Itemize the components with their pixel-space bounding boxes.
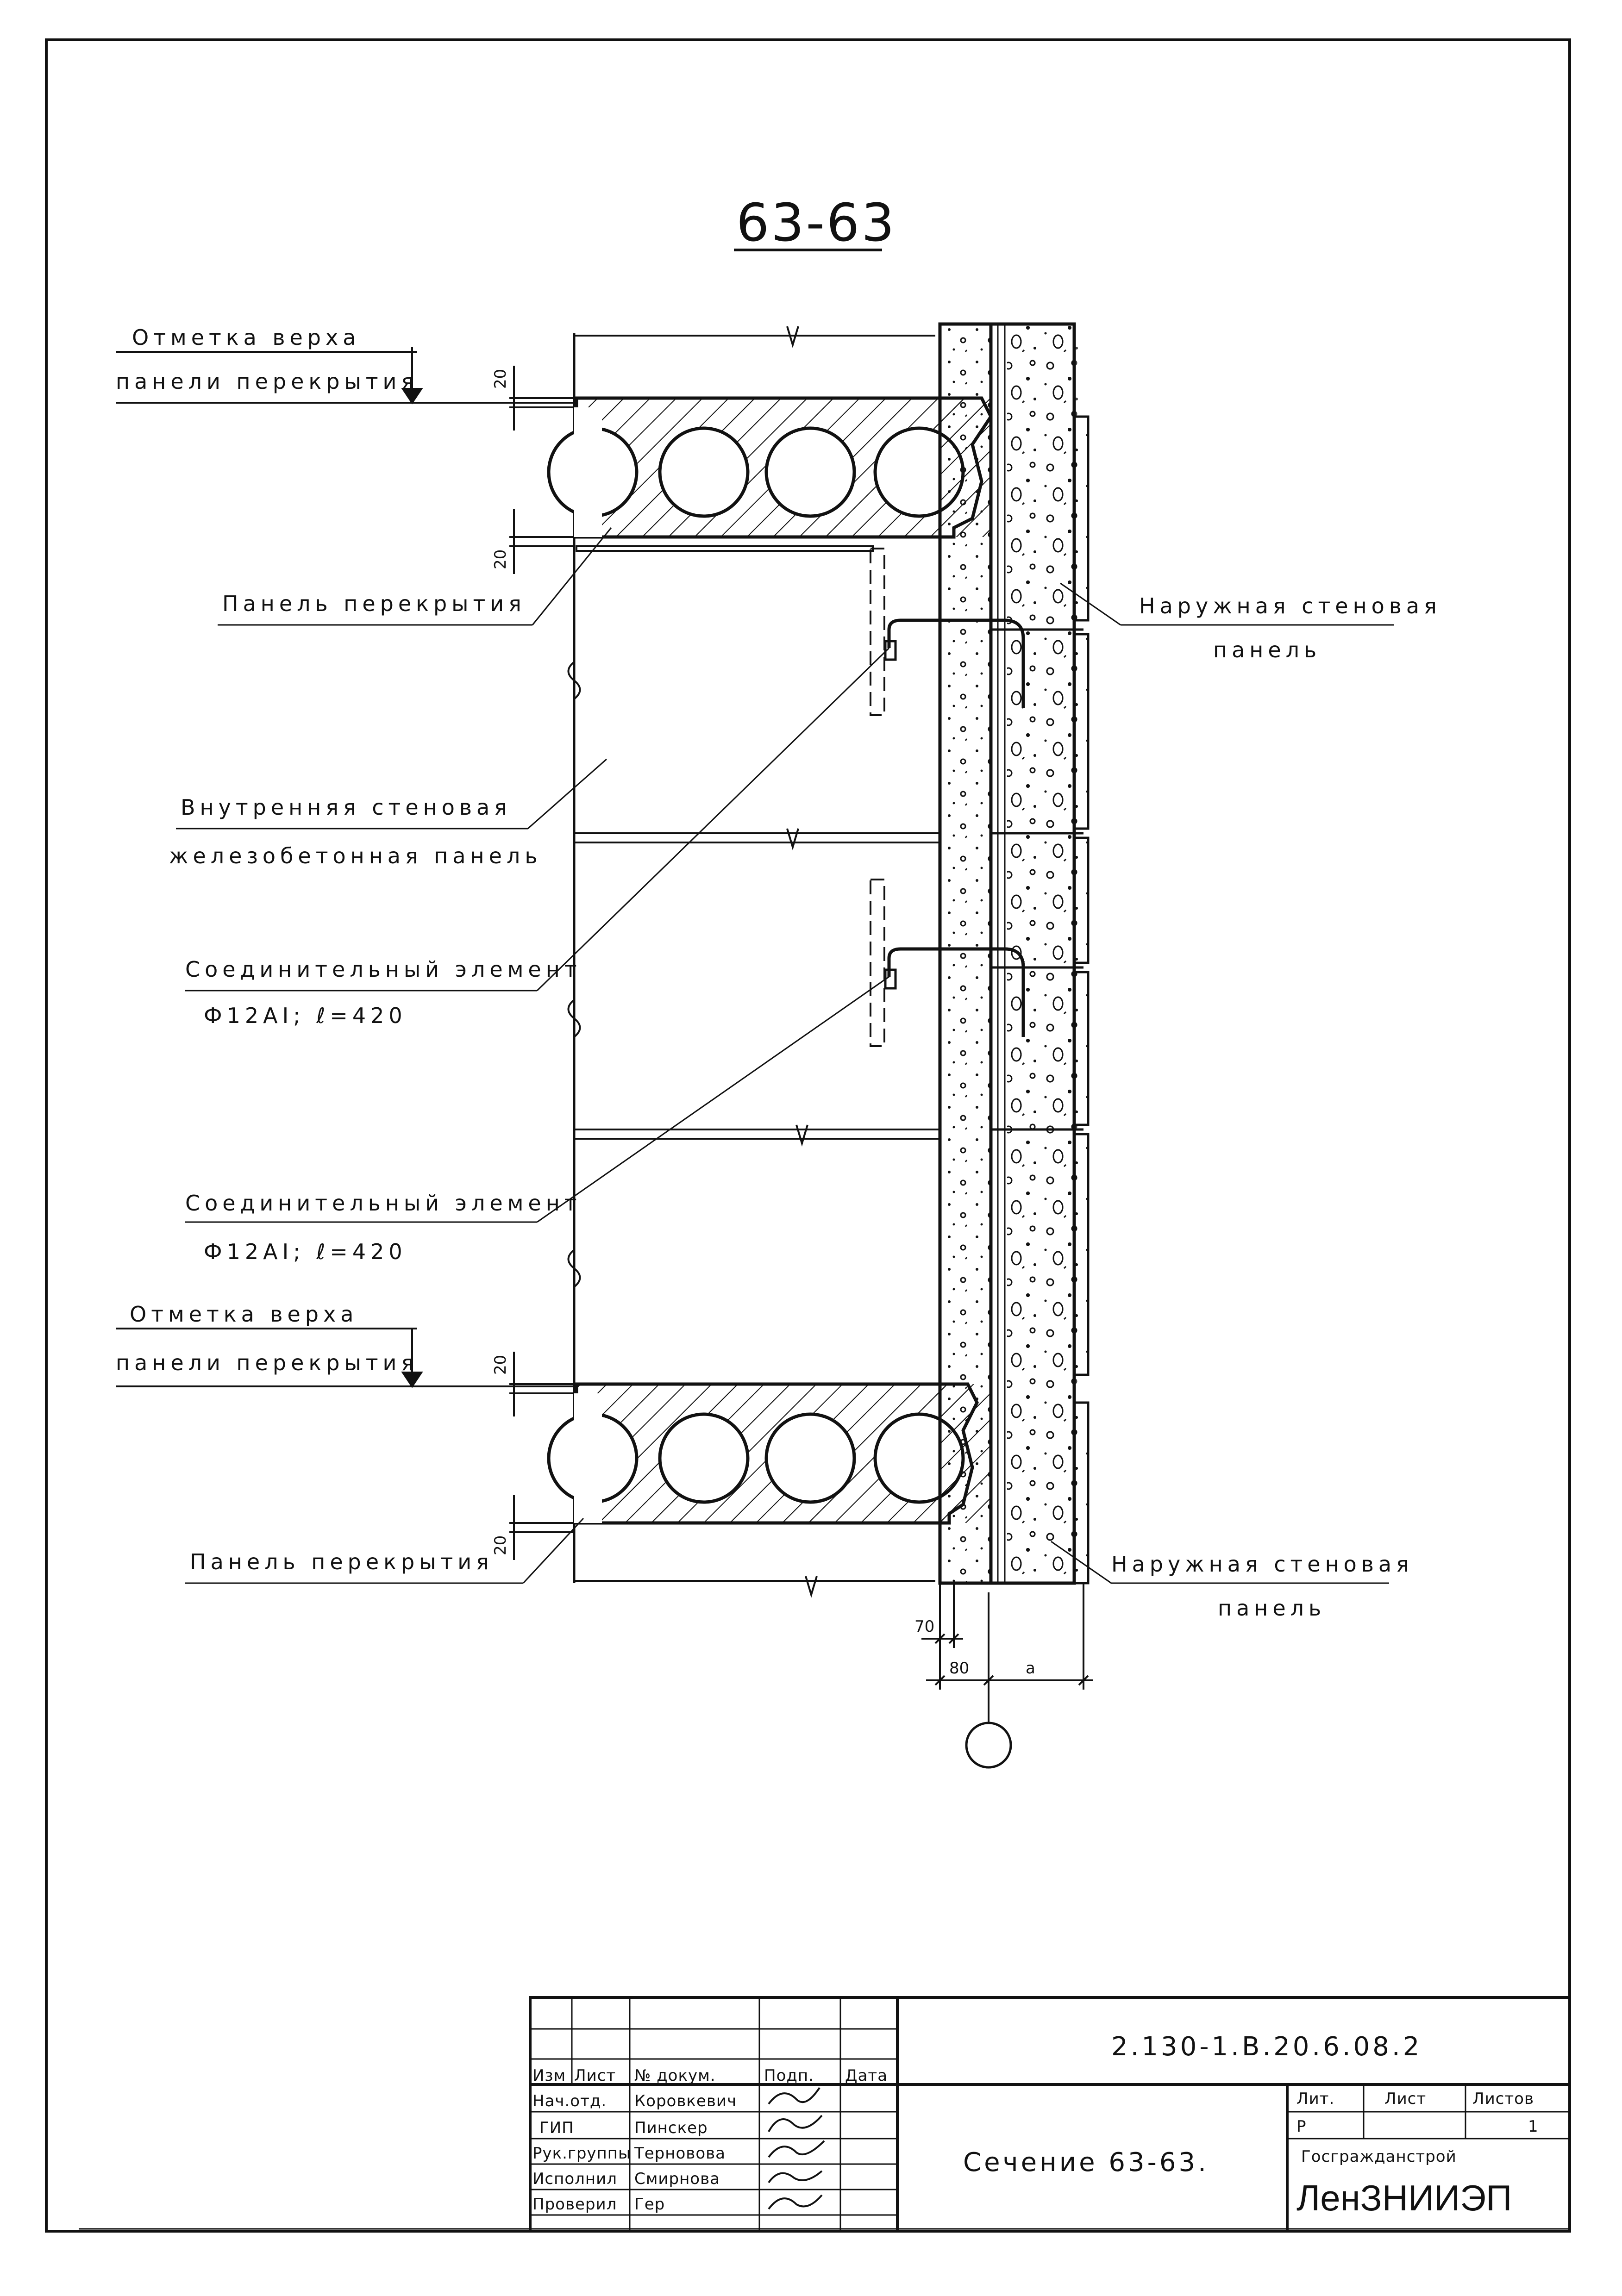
gap-dim-upper [509, 366, 574, 574]
role-3: Исполнил [532, 2170, 617, 2188]
axis-bubble [965, 1722, 1012, 1769]
dim-80: 80 [949, 1659, 969, 1678]
name-3: Смирнова [634, 2170, 720, 2188]
inner-wall-line2: железобетонная панель [169, 843, 542, 868]
floor-panel-2-label: Панель перекрытия [190, 1549, 494, 1574]
name-0: Коровкевич [634, 2092, 737, 2110]
gap-20-d: 20 [491, 1535, 510, 1555]
header-doc-no: № докум. [634, 2066, 716, 2085]
dim-a: a [1026, 1659, 1035, 1678]
org-name: ЛенЗНИИЭП [1296, 2177, 1512, 2218]
sheet-title: Сечение 63-63. [963, 2147, 1209, 2177]
leaders [176, 527, 1394, 1584]
break-joint-1 [786, 828, 799, 850]
name-4: Гер [634, 2195, 665, 2214]
mark-top-2-line1: Отметка верха [130, 1302, 358, 1327]
connector-weld-1 [884, 640, 897, 661]
break-mark-wall-2 [567, 999, 581, 1038]
gap-dim-lower [509, 1352, 574, 1560]
sheets-header: Листов [1472, 2090, 1534, 2108]
name-1: Пинскер [634, 2119, 708, 2137]
inner-panel-face [576, 545, 874, 552]
embed-plate-2 [870, 879, 885, 1047]
header-date: Дата [845, 2066, 888, 2085]
floor-slab-upper [547, 396, 993, 539]
role-0: Нач.отд. [532, 2092, 607, 2110]
connector-1-line1: Соединительный элемент [185, 957, 582, 982]
role-2: Рук.группы [532, 2144, 631, 2163]
header-sign: Подп. [764, 2066, 814, 2085]
stage-header: Лит. [1296, 2090, 1334, 2108]
break-mark-wall-3 [567, 1249, 581, 1288]
mark-top-2-line2: панели перекрытия [116, 1350, 419, 1375]
embed-plate-1 [870, 548, 885, 716]
level-mark-upper [116, 347, 574, 405]
gap-20-b: 20 [491, 549, 510, 569]
signatures [768, 2087, 825, 2210]
outer-wall-1-line2: панель [1213, 637, 1321, 662]
role-1: ГИП [539, 2119, 574, 2137]
connector-1-line2: Ф12АI; ℓ=420 [204, 1003, 407, 1028]
floor-panel-1-label: Панель перекрытия [222, 591, 526, 616]
title-block [529, 1996, 1571, 2233]
outer-wall-panel [989, 322, 1090, 1585]
break-mark-wall [567, 661, 581, 700]
floor-slab-lower [547, 1382, 979, 1525]
section-title: 63-63 [736, 193, 896, 253]
dimension-bottom [921, 1583, 1093, 1690]
gap-20-c: 20 [491, 1355, 510, 1375]
doc-code: 2.130-1.В.20.6.08.2 [1111, 2032, 1422, 2062]
break-joint-2 [795, 1124, 808, 1147]
connector-2-line1: Соединительный элемент [185, 1191, 582, 1216]
header-list: Лист [574, 2066, 616, 2085]
mark-top-1-line1: Отметка верха [132, 325, 360, 350]
break-top [786, 326, 799, 348]
joint-strip [938, 322, 993, 1585]
dim-70: 70 [914, 1617, 934, 1636]
sheet-header: Лист [1384, 2090, 1426, 2108]
connector-2-line2: Ф12АI; ℓ=420 [204, 1239, 407, 1264]
sheet-value: 1 [1528, 2117, 1539, 2136]
connector-hook-2 [887, 947, 1025, 1037]
stage-value: Р [1296, 2117, 1307, 2136]
inner-wall-line1: Внутренняя стеновая [181, 795, 512, 820]
mark-top-1-line2: панели перекрытия [116, 369, 419, 394]
level-mark-lower [116, 1328, 574, 1388]
outer-wall-2-line2: панель [1218, 1596, 1326, 1621]
agency: Госгражданстрой [1301, 2147, 1457, 2166]
name-2: Терновова [634, 2144, 726, 2163]
role-4: Проверил [532, 2195, 617, 2214]
outer-wall-2-line1: Наружная стеновая [1111, 1552, 1414, 1577]
break-bottom [805, 1576, 818, 1598]
outer-wall-1-line1: Наружная стеновая [1139, 593, 1441, 618]
connector-hook-1 [887, 618, 1025, 708]
header-izm: Изм [532, 2066, 566, 2085]
gap-20-a: 20 [491, 369, 510, 389]
